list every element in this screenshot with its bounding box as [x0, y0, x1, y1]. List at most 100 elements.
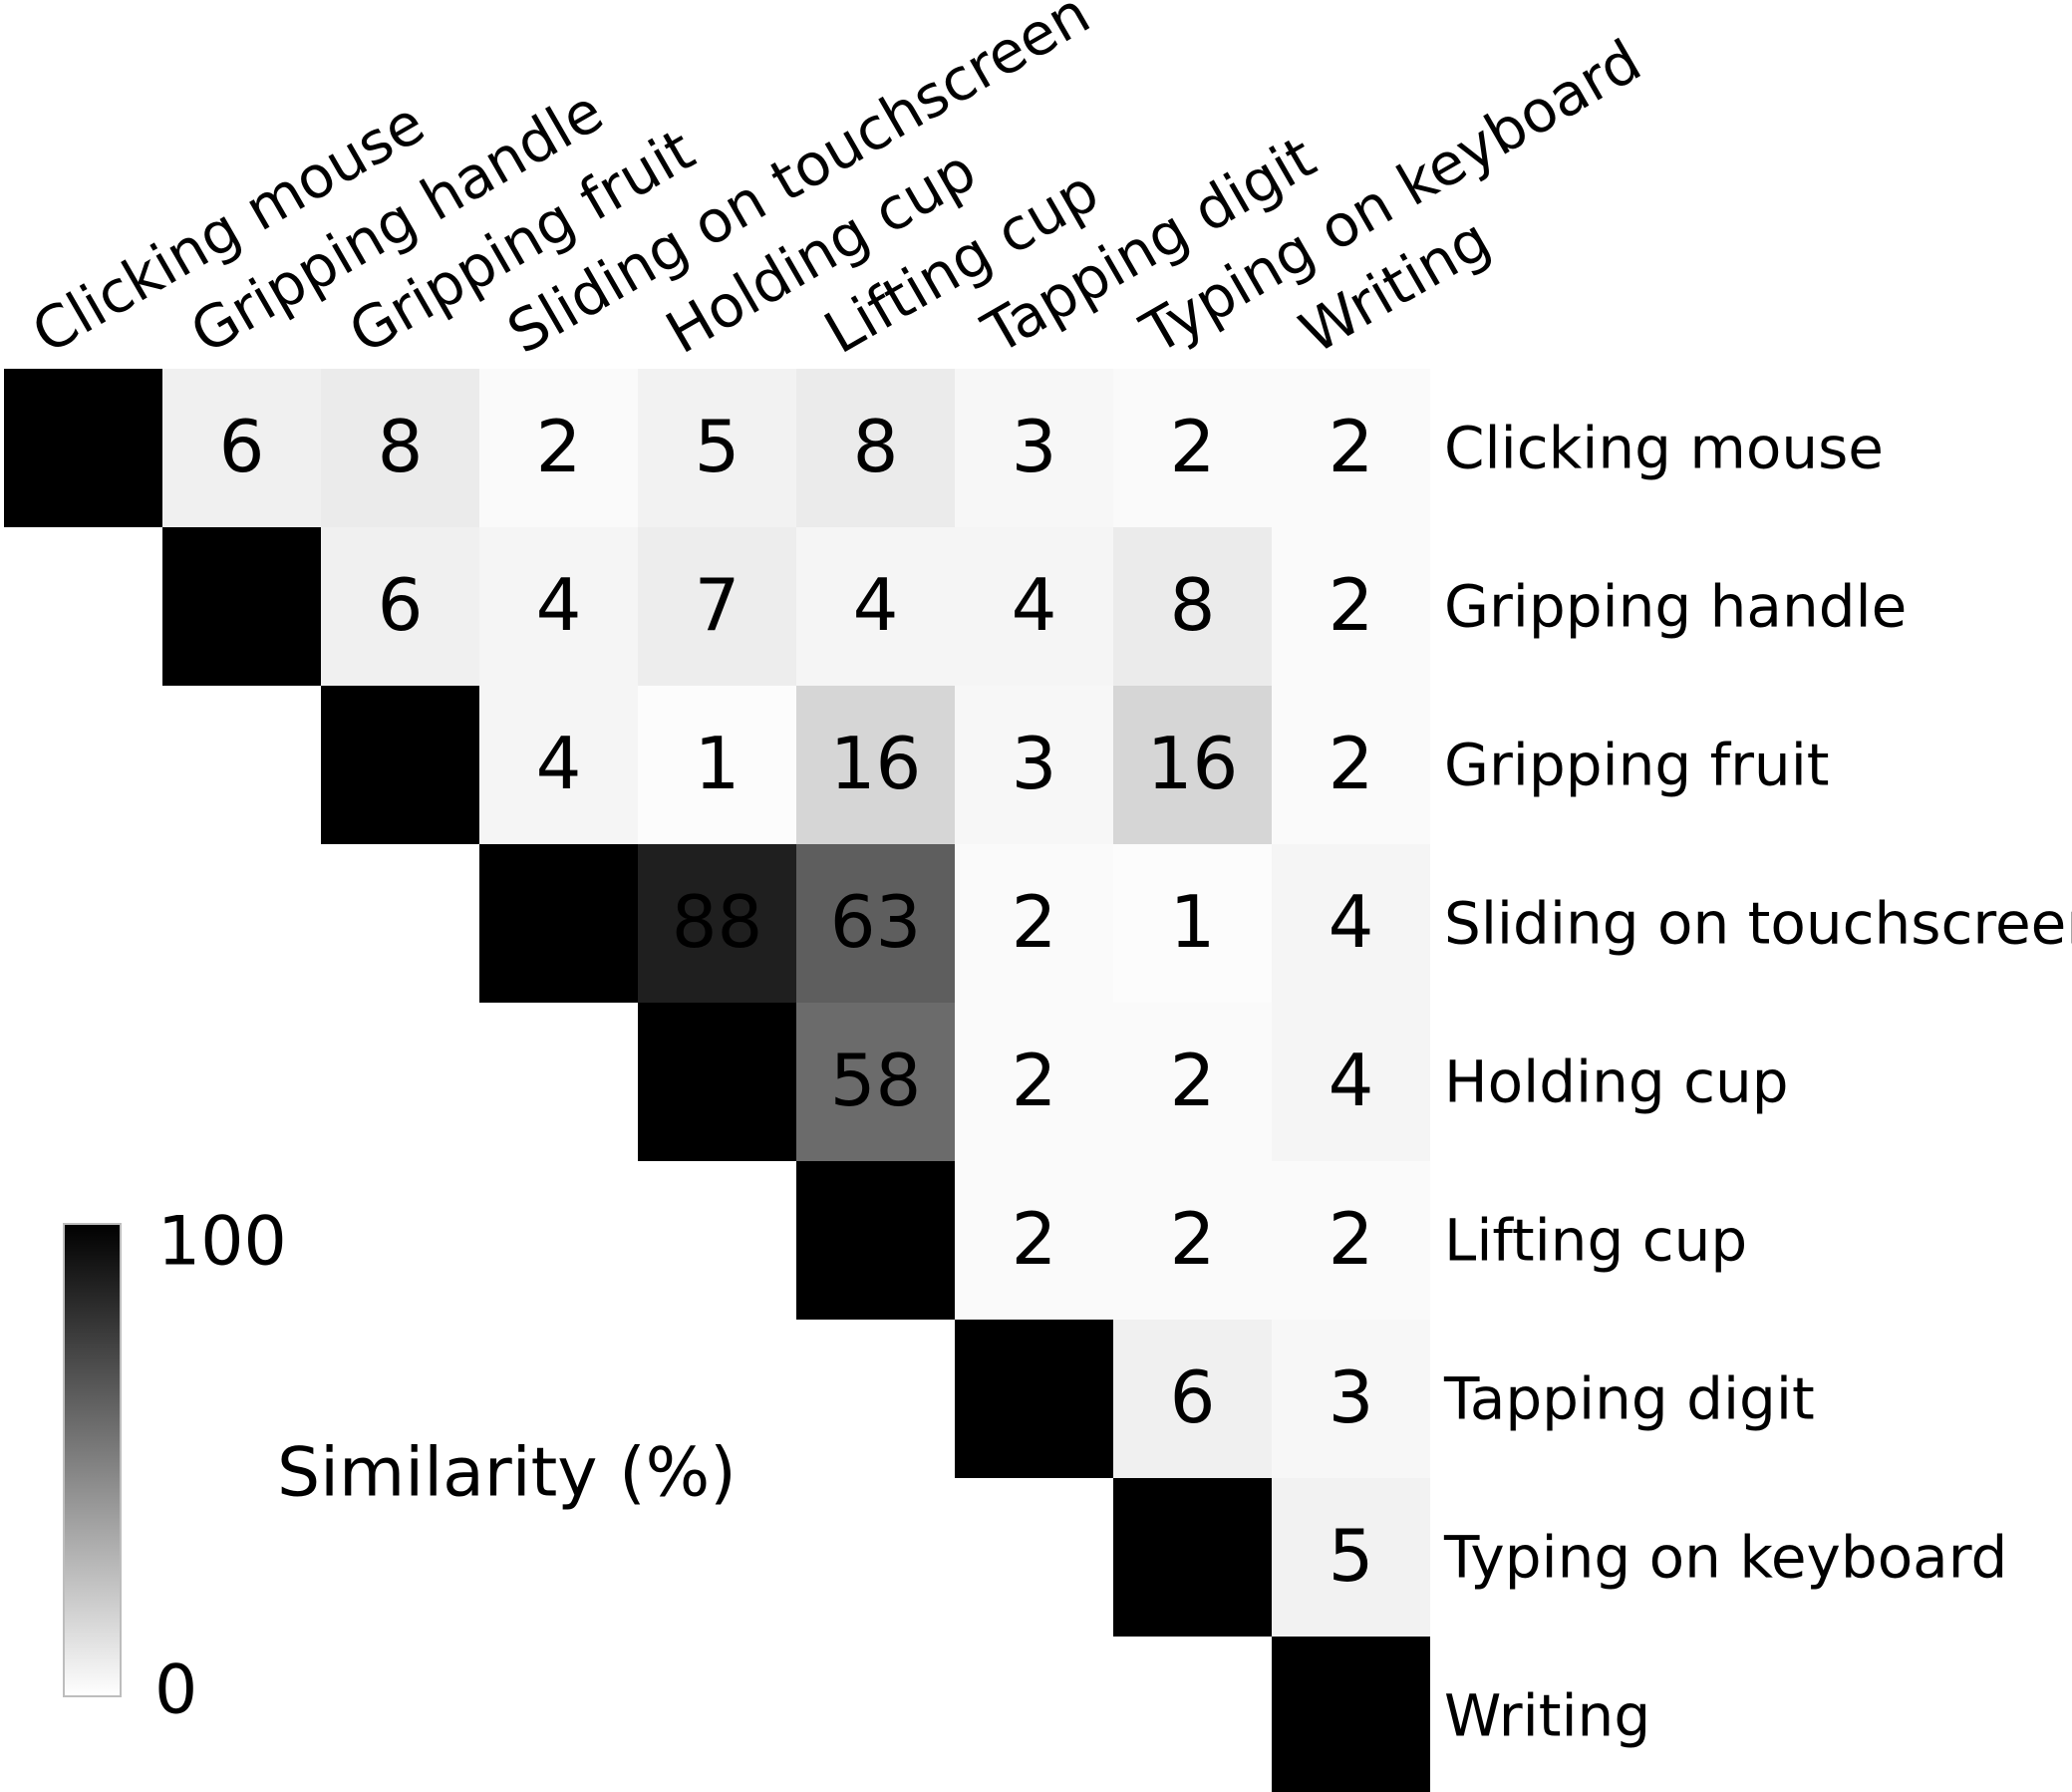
heatmap-cell [1272, 844, 1430, 1003]
colorbar: 100 0 Similarity (%) [63, 1203, 737, 1730]
cell-value-label: 4 [1329, 1039, 1374, 1122]
heatmap-cell [955, 686, 1113, 844]
cell-value-label: 2 [1170, 405, 1216, 488]
row-label-gripping-handle: Gripping handle [1444, 573, 1907, 641]
row-label-typing-on-keyboard: Typing on keyboard [1443, 1524, 2007, 1592]
cell-value-label: 1 [695, 722, 740, 805]
heatmap-cell [321, 369, 479, 527]
cell-value-label: 4 [536, 722, 582, 805]
colorbar-max-label: 100 [157, 1203, 287, 1282]
heatmap-cell [1272, 686, 1430, 844]
heatmap-cell [1272, 527, 1430, 686]
cell-value-label: 3 [1012, 405, 1057, 488]
cell-value-label: 4 [536, 563, 582, 647]
heatmap-cell [955, 369, 1113, 527]
heatmap-cell [638, 686, 796, 844]
heatmap-cell [955, 1161, 1113, 1320]
heatmap-cell [955, 1320, 1113, 1478]
cell-value-label: 4 [1012, 563, 1057, 647]
heatmap-cell [1113, 369, 1272, 527]
heatmap-cell [796, 1161, 955, 1320]
row-label-gripping-fruit: Gripping fruit [1444, 732, 1830, 799]
cell-value-label: 1 [1170, 880, 1216, 964]
heatmap-cell [4, 369, 162, 527]
cell-value-label: 16 [830, 722, 922, 805]
heatmap-cell [1113, 844, 1272, 1003]
cell-value-label: 100 [1124, 1514, 1261, 1598]
heatmap-cell [1113, 1161, 1272, 1320]
cell-value-label: 2 [1170, 1197, 1216, 1281]
heatmap-cell [796, 527, 955, 686]
colorbar-title: Similarity (%) [277, 1434, 737, 1513]
heatmap-cell [1113, 1320, 1272, 1478]
heatmap-cell [1272, 369, 1430, 527]
cell-value-label: 2 [1170, 1039, 1216, 1122]
heatmap-cell [162, 527, 321, 686]
row-label-holding-cup: Holding cup [1444, 1048, 1789, 1116]
heatmap-cell [1113, 686, 1272, 844]
heatmap-cell [479, 686, 638, 844]
cell-value-label: 2 [1012, 1039, 1057, 1122]
cell-value-label: 2 [1329, 722, 1374, 805]
cell-value-label: 100 [490, 880, 627, 964]
heatmap-cell [479, 527, 638, 686]
heatmap-cell [1272, 1637, 1430, 1792]
cell-value-label: 6 [1170, 1355, 1216, 1439]
cell-value-label: 4 [853, 563, 899, 647]
cell-value-label: 5 [1329, 1514, 1374, 1598]
cell-value-label: 2 [536, 405, 582, 488]
heatmap-cell [1272, 1003, 1430, 1161]
row-label-tapping-digit: Tapping digit [1443, 1365, 1815, 1433]
cell-value-label: 5 [695, 405, 740, 488]
cell-value-label: 8 [1170, 563, 1216, 647]
cell-value-label: 2 [1329, 1197, 1374, 1281]
heatmap-cell [479, 844, 638, 1003]
heatmap-cell [955, 527, 1113, 686]
cell-value-label: 2 [1012, 880, 1057, 964]
cell-value-label: 2 [1012, 1197, 1057, 1281]
cell-value-label: 2 [1329, 405, 1374, 488]
cell-value-label: 3 [1329, 1355, 1374, 1439]
heatmap-cell [955, 1003, 1113, 1161]
row-label-sliding-on-touchscreen: Sliding on touchscreen [1444, 890, 2072, 958]
heatmap-cell [638, 1003, 796, 1161]
heatmap-cell [1272, 1320, 1430, 1478]
heatmap-cell [638, 369, 796, 527]
colorbar-min-label: 0 [154, 1651, 197, 1730]
cell-value-label: 100 [15, 405, 151, 488]
heatmap-cell [1113, 527, 1272, 686]
row-label-lifting-cup: Lifting cup [1444, 1207, 1747, 1275]
cell-value-label: 6 [219, 405, 265, 488]
cell-value-label: 8 [853, 405, 899, 488]
heatmap-cell [321, 527, 479, 686]
heatmap-cell [321, 686, 479, 844]
heatmap-cell [1272, 1161, 1430, 1320]
heatmap-cell [479, 369, 638, 527]
colorbar-gradient [63, 1223, 122, 1697]
cell-value-label: 3 [1012, 722, 1057, 805]
row-label-clicking-mouse: Clicking mouse [1444, 415, 1884, 482]
cell-value-label: 100 [807, 1197, 944, 1281]
heatmap-cell [955, 844, 1113, 1003]
cell-value-label: 100 [1283, 1672, 1419, 1756]
cell-value-label: 8 [378, 405, 424, 488]
cell-value-label: 2 [1329, 563, 1374, 647]
row-label-writing: Writing [1444, 1682, 1650, 1750]
cell-value-label: 100 [332, 722, 468, 805]
heatmap-cell [796, 844, 955, 1003]
cell-value-label: 88 [672, 880, 763, 964]
heatmap-cell [1113, 1478, 1272, 1637]
heatmap-cell [796, 686, 955, 844]
heatmap-cell [162, 369, 321, 527]
heatmap-cell [638, 527, 796, 686]
heatmap-cell [638, 844, 796, 1003]
heatmap-cell [796, 1003, 955, 1161]
heatmap-cell [1113, 1003, 1272, 1161]
cell-value-label: 16 [1147, 722, 1239, 805]
cell-value-label: 58 [830, 1039, 922, 1122]
cell-value-label: 100 [966, 1355, 1102, 1439]
